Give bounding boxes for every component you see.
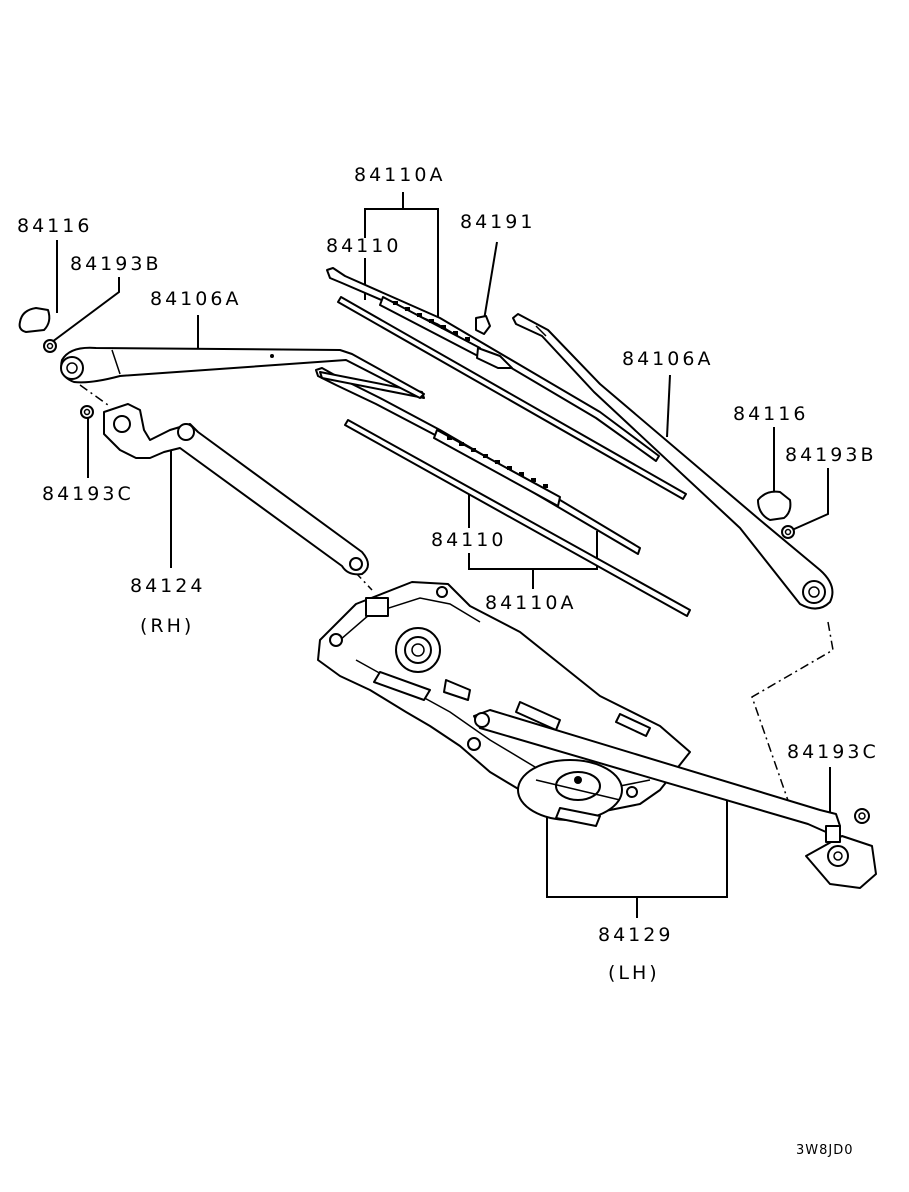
label-84110a-mid: 84110A xyxy=(485,592,577,614)
upper-blade-assembly xyxy=(326,267,687,500)
caps-and-nuts xyxy=(18,307,870,824)
label-84106a-left: 84106A xyxy=(150,288,242,310)
label-84193b-left: 84193B xyxy=(70,253,162,275)
label-rh: (RH) xyxy=(140,615,195,637)
label-84116-left: 84116 xyxy=(17,215,93,237)
cap-right-shape xyxy=(757,490,792,521)
wiper-motor xyxy=(517,759,623,827)
label-84110a-top: 84110A xyxy=(354,164,446,186)
wiper-arm-right xyxy=(512,313,834,610)
label-84110-mid: 84110 xyxy=(431,529,507,551)
figure-code: 3W8JD0 xyxy=(796,1143,854,1158)
label-lh: (LH) xyxy=(608,962,660,984)
pivot-link-rh xyxy=(103,403,369,576)
label-84193c-right: 84193C xyxy=(787,741,879,763)
label-84129: 84129 xyxy=(598,924,674,946)
middle-blade-assembly xyxy=(315,367,691,617)
label-84193c-left: 84193C xyxy=(42,483,134,505)
label-84191: 84191 xyxy=(460,211,536,233)
label-84193b-right: 84193B xyxy=(785,444,877,466)
pivot-lh xyxy=(805,825,877,889)
label-84110-top: 84110 xyxy=(326,235,402,257)
wiper-arm-left xyxy=(60,346,425,399)
leader-lines xyxy=(51,192,834,918)
label-84106a-right: 84106A xyxy=(622,348,714,370)
label-84124: 84124 xyxy=(130,575,206,597)
label-84116-right: 84116 xyxy=(733,403,809,425)
cowl-frame xyxy=(317,581,691,813)
cap-left-shape xyxy=(18,307,51,333)
